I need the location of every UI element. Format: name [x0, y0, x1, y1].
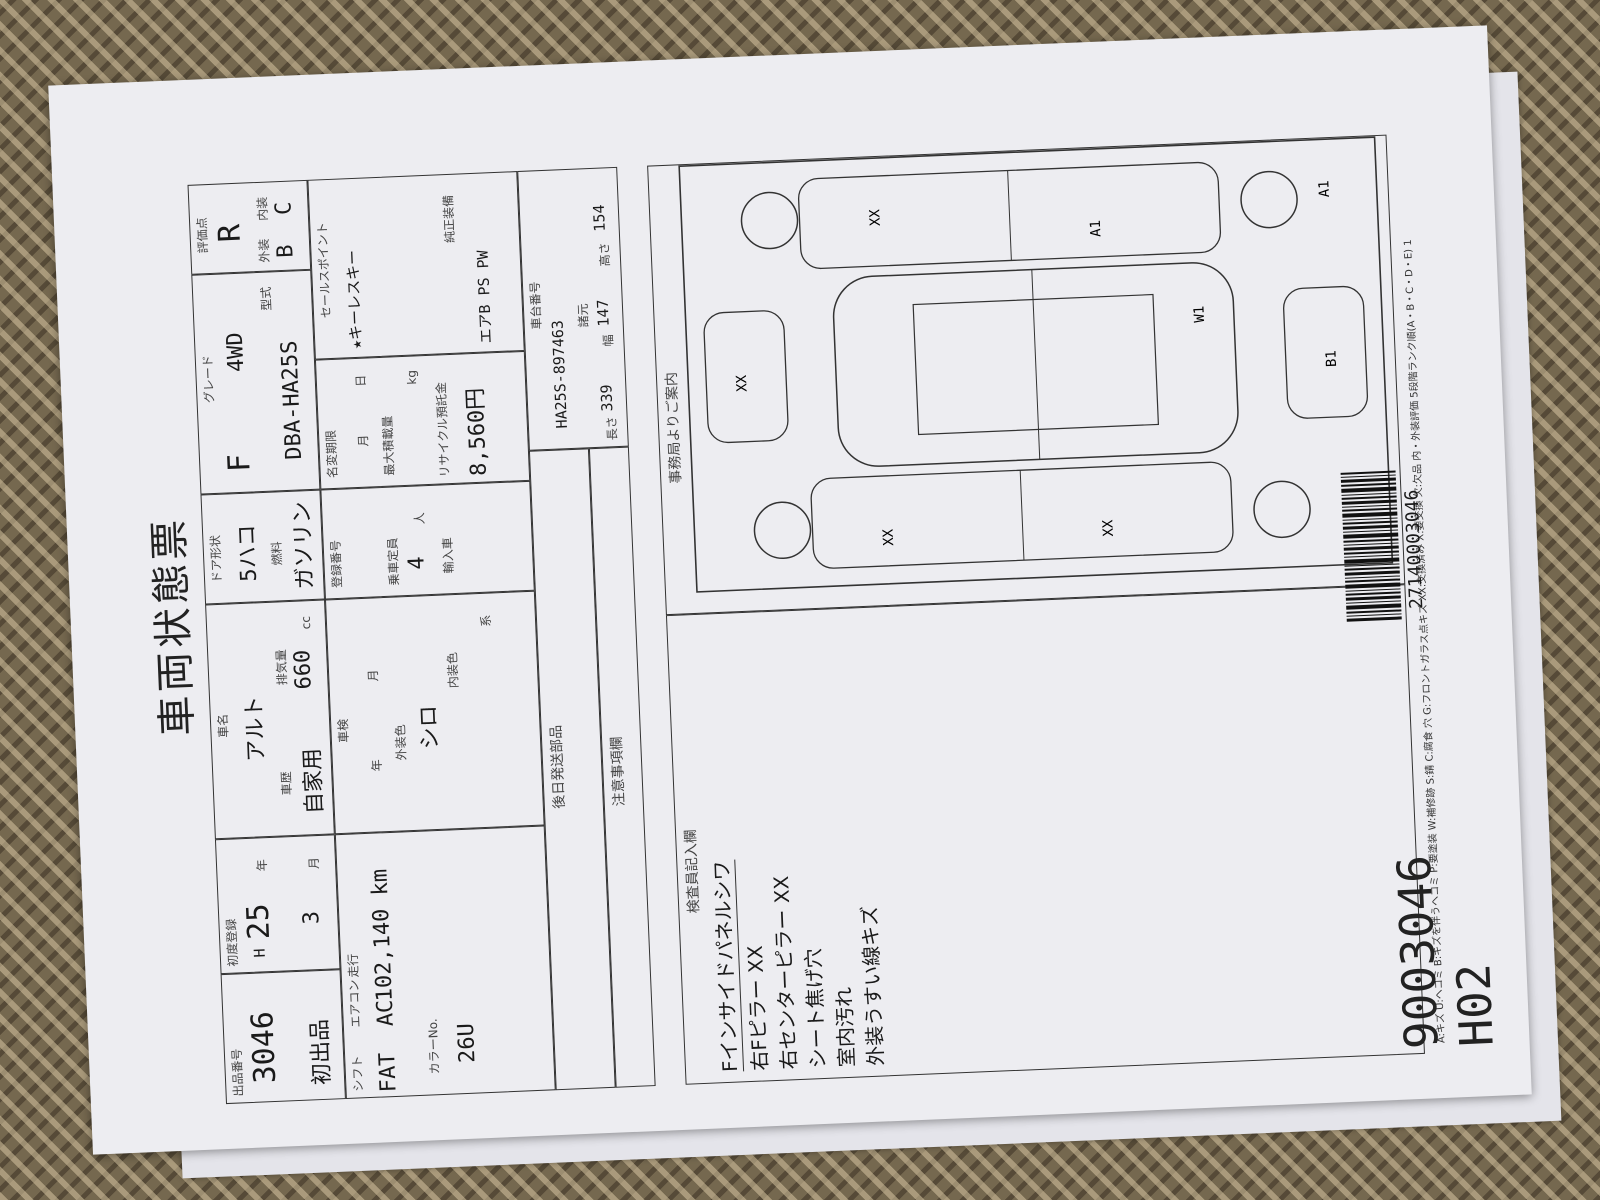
- height: 154: [589, 204, 609, 233]
- lot-id: 9003046: [1386, 854, 1449, 1051]
- lot-id-block: 9003046 H02 27140003046: [1316, 344, 1545, 1052]
- displacement: 660: [290, 649, 317, 690]
- document-title: 車両状態票: [146, 514, 202, 737]
- color-number: 26U: [453, 1022, 481, 1064]
- door-cell: ドア形状 5ハコ 燃料 ガソリン: [200, 489, 325, 605]
- mileage-block: シフト エアコン 走行 FAT AC 102,140 km カラーNo. 26U: [334, 825, 556, 1100]
- diagram-mark: XX: [734, 374, 751, 392]
- diagram-mark: XX: [881, 528, 898, 546]
- chassis-number: HA25S-897463: [548, 319, 572, 429]
- lot-code: H02: [1446, 962, 1504, 1048]
- inspector-notes-box: 検査員記入欄 Fインサイドパネルシワ 右Fピラー XX 右センターピラー XX …: [665, 584, 1425, 1085]
- fuel-type: ガソリン: [289, 500, 319, 590]
- recycle-fee: 8,560円: [463, 387, 492, 477]
- diagram-mark: XX: [867, 208, 884, 226]
- mileage: 102,140 km: [367, 868, 398, 1002]
- diagram-mark: W1: [1191, 305, 1208, 323]
- diagram-mark: A1: [1088, 220, 1105, 238]
- grade: 4WD: [222, 331, 250, 373]
- car-use: 自家用: [300, 747, 328, 815]
- condition-sheet: 車両状態票 出品番号 3046 初出品 初度登録 H 25 年 3 月 車名 ア…: [48, 25, 1532, 1155]
- seat-count: 4: [404, 555, 430, 571]
- diagram-mark: B1: [1323, 350, 1340, 368]
- grade-cell: グレード F 4WD 型式 DBA-HA25S: [191, 269, 321, 495]
- lot-number: 3046: [245, 1010, 284, 1085]
- inspector-notes-list: Fインサイドパネルシワ 右Fピラー XX 右センターピラー XX シート焦げ穴 …: [705, 854, 889, 1073]
- lot-cell: 出品番号 3046 初出品: [220, 969, 346, 1105]
- width: 147: [593, 299, 613, 327]
- interior-score: C: [271, 201, 297, 216]
- barcode: [1340, 469, 1402, 622]
- listed-status: 初出品: [307, 1018, 336, 1086]
- sales-point: ★キーレスキー: [343, 249, 366, 350]
- car-name-cell: 車名 アルト 車歴 自家用 排気量 660 cc: [205, 599, 335, 840]
- exterior-score: B: [273, 244, 299, 259]
- seats-block: 登録番号 乗車定員 4 人 輸入車: [320, 480, 535, 600]
- reg-month: 3: [299, 910, 325, 925]
- registration-cell: 初度登録 H 25 年 3 月: [214, 834, 341, 975]
- exterior-color: シロ: [416, 704, 444, 750]
- equipment: エアB PS PW: [473, 249, 496, 344]
- recycle-block: 名変期限 月 日 最大積載量 kg リサイクル預託金 8,560円: [314, 350, 531, 490]
- aircon: AC: [372, 999, 399, 1027]
- color-block: 車検 年 月 外装色 シロ 内装色 系: [324, 590, 545, 835]
- door-type: 5ハコ: [234, 523, 263, 583]
- car-name: アルト: [241, 695, 270, 762]
- barcode-number: 27140003046: [1401, 489, 1428, 610]
- shift-type: FAT: [375, 1051, 402, 1093]
- length: 339: [597, 384, 617, 412]
- document-rotated: 車両状態票 出品番号 3046 初出品 初度登録 H 25 年 3 月 車名 ア…: [75, 73, 1465, 1119]
- car-damage-diagram: XX XX XX XX W1 A1 B1 A1: [678, 136, 1394, 593]
- overall-score: R: [212, 223, 248, 243]
- sales-block: セールスポイント ★キーレスキー 純正装備 エアB PS PW: [307, 171, 525, 360]
- score-cell: 評価点 R 外装 内装 B C: [187, 179, 312, 275]
- reg-year: 25: [240, 902, 278, 941]
- diagram-mark: A1: [1316, 180, 1333, 198]
- diagram-mark: XX: [1100, 519, 1117, 537]
- chassis-cell: 車台番号 HA25S-897463 諸元 長さ 339 幅 147 高さ 154: [517, 166, 629, 451]
- model-code: DBA-HA25S: [277, 339, 308, 461]
- grade-letter: F: [221, 453, 258, 473]
